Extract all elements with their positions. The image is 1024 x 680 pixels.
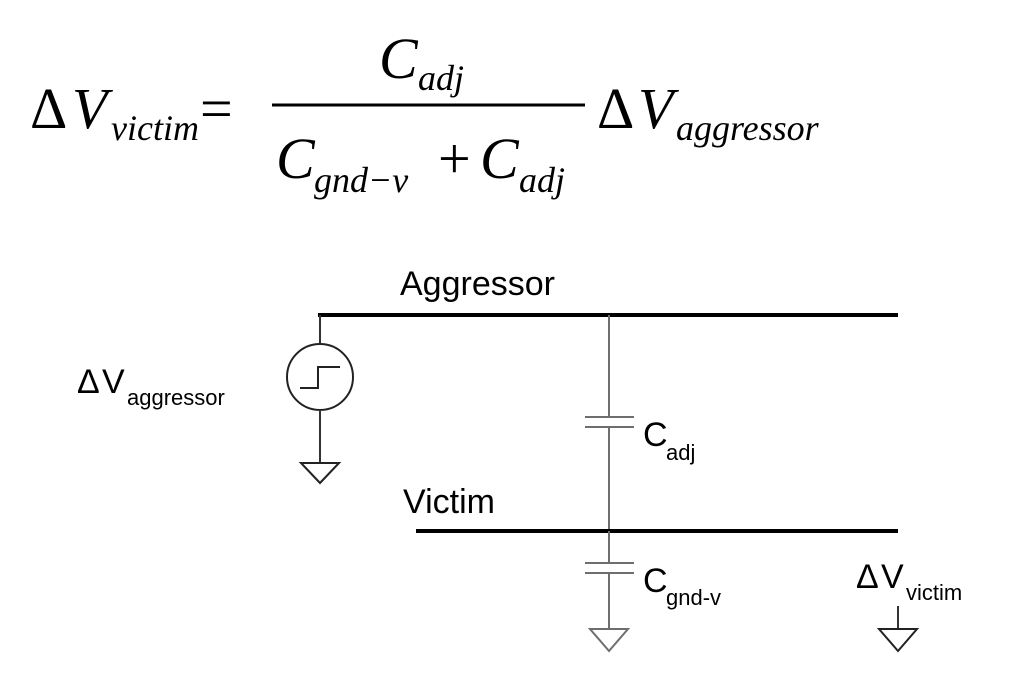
victim-ground-icon (876, 628, 920, 653)
source-ground-icon (298, 462, 342, 485)
source-label-subscript: aggressor (127, 385, 225, 410)
cgnd-label-subscript: gnd-v (666, 585, 721, 610)
rhs-delta: Δ (597, 76, 634, 141)
rhs-subscript: aggressor (676, 108, 820, 148)
victim-output-v: V (881, 558, 904, 596)
denominator-c1-symbol: C (276, 126, 316, 191)
step-waveform-icon (300, 366, 340, 389)
lhs-v-symbol: V (72, 76, 114, 141)
coupling-circuit: Aggressor Δ V aggressor C adj Victim (77, 265, 962, 653)
rhs-v-symbol: V (638, 76, 680, 141)
victim-output-delta: Δ (856, 558, 879, 596)
lhs-delta: Δ (30, 76, 67, 141)
crosstalk-equation: Δ V victim = C adj C gnd−v + C adj Δ V a… (30, 26, 820, 200)
denominator-term1-subscript: gnd−v (314, 160, 408, 200)
victim-label: Victim (403, 483, 495, 521)
source-label-delta: Δ (77, 363, 100, 401)
cgnd-ground-icon (587, 628, 631, 653)
victim-output-subscript: victim (906, 580, 962, 605)
cadj-label-c: C (643, 416, 668, 454)
numerator-c-symbol: C (379, 26, 419, 91)
cadj-label-subscript: adj (666, 440, 695, 465)
denominator-c2-symbol: C (480, 126, 520, 191)
denominator-term2-subscript: adj (519, 160, 565, 200)
step-source-circle (286, 343, 354, 411)
aggressor-label: Aggressor (400, 265, 555, 303)
cgnd-label-c: C (643, 562, 668, 600)
lhs-subscript: victim (111, 108, 199, 148)
plus-sign: + (438, 126, 471, 191)
equals-sign: = (200, 76, 233, 141)
source-label-v: V (102, 363, 125, 401)
numerator-subscript: adj (418, 58, 464, 98)
